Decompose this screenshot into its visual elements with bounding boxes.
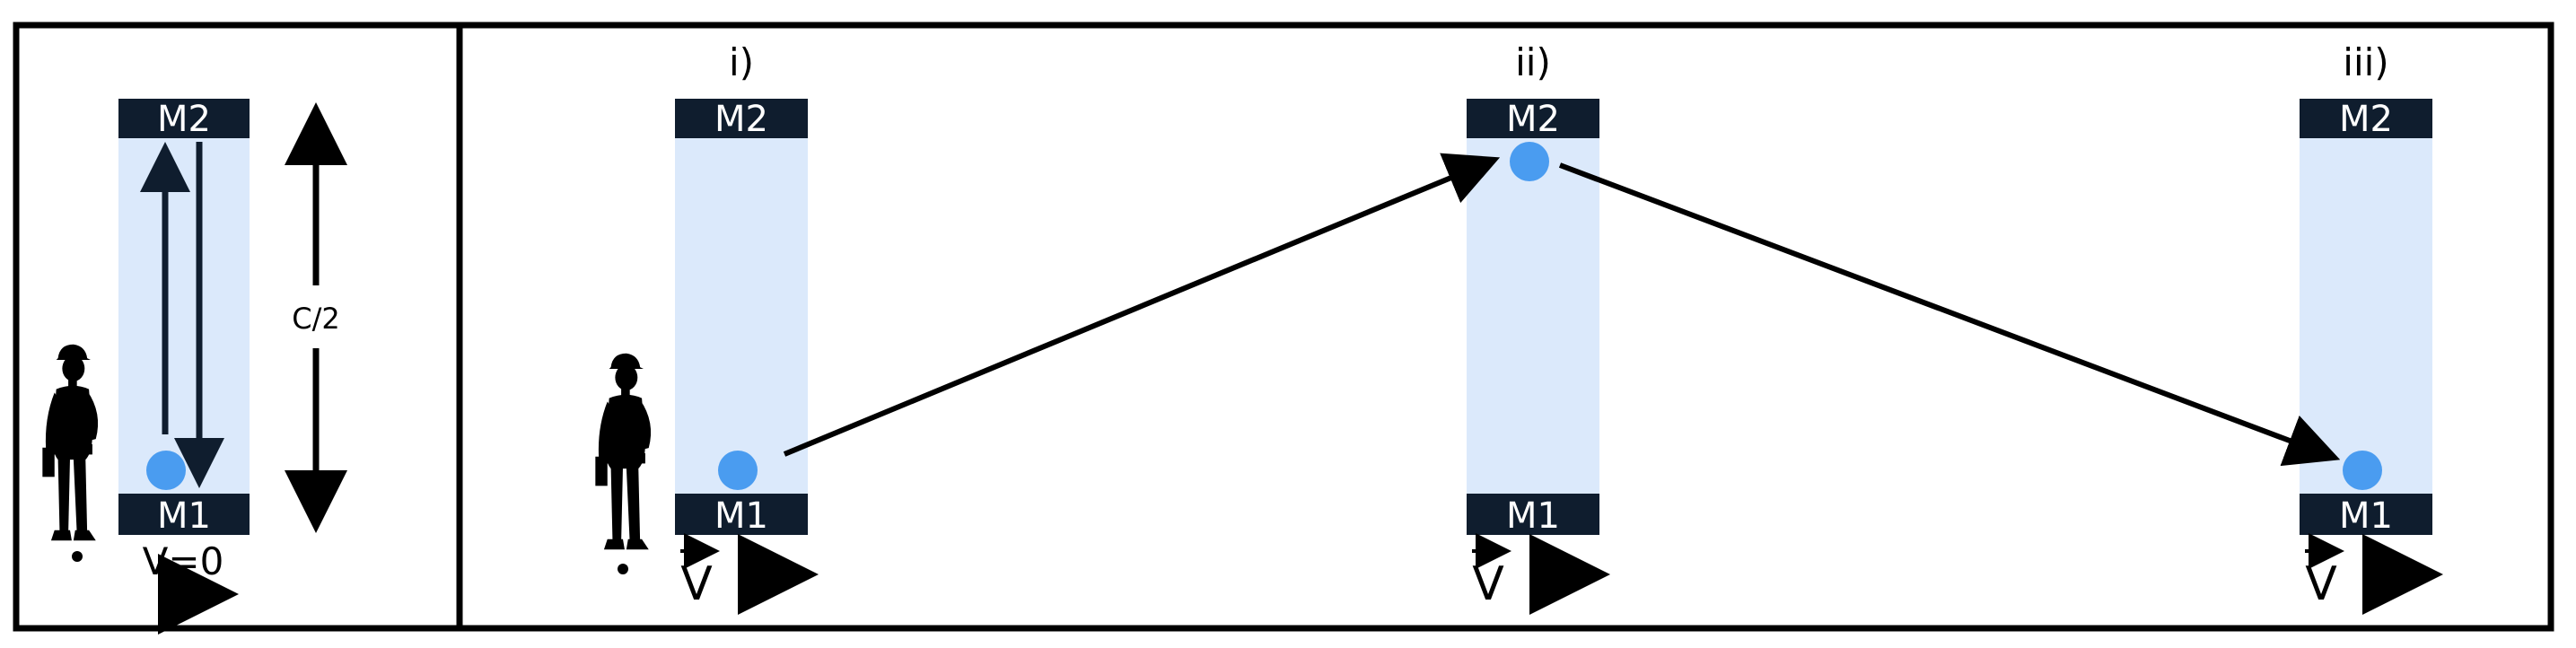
right-panel-frame <box>456 22 2554 632</box>
observer-silhouette-icon <box>42 344 99 541</box>
observer-silhouette-icon <box>595 353 652 550</box>
mirror-m1-label: M1 <box>714 495 768 537</box>
photon-path-diagonal-up <box>783 153 1501 457</box>
mirror-m1-label: M1 <box>2339 495 2393 537</box>
observer-position-dot <box>72 551 83 562</box>
photon-path-diagonal-down <box>1558 162 2341 467</box>
photon <box>2343 451 2382 490</box>
observer-position-dot <box>618 564 628 574</box>
mirror-m1 <box>118 494 250 535</box>
mirror-m1 <box>1467 494 1599 535</box>
mirror-m1-label: M1 <box>157 495 211 537</box>
clock-label: iii) <box>2343 40 2388 84</box>
mirror-m2-label: M2 <box>157 99 211 140</box>
photon <box>1510 142 1549 181</box>
mirror-m2 <box>2300 99 2432 138</box>
mirror-m2 <box>1467 99 1599 138</box>
mirror-m1 <box>2300 494 2432 535</box>
photon <box>146 451 186 490</box>
mirror-m1-label: M1 <box>1506 495 1560 537</box>
clock-label: ii) <box>1515 40 1551 84</box>
photon <box>718 451 758 490</box>
clock-label: i) <box>729 40 754 84</box>
distance-indicator: C/2 <box>285 102 347 533</box>
velocity-label: V <box>680 557 713 611</box>
velocity-zero-label: V=0 <box>143 539 224 583</box>
mirror-m2 <box>118 99 250 138</box>
mirror-m2-label: M2 <box>2339 99 2393 140</box>
mirror-m1 <box>675 494 808 535</box>
mirror-m2-label: M2 <box>714 99 768 140</box>
stationary-light-clock: M2 M1 <box>118 99 250 537</box>
velocity-label: V <box>2305 557 2337 611</box>
mirror-m2-label: M2 <box>1506 99 1560 140</box>
velocity-label: V <box>1472 557 1504 611</box>
distance-label: C/2 <box>292 302 339 336</box>
mirror-m2 <box>675 99 808 138</box>
